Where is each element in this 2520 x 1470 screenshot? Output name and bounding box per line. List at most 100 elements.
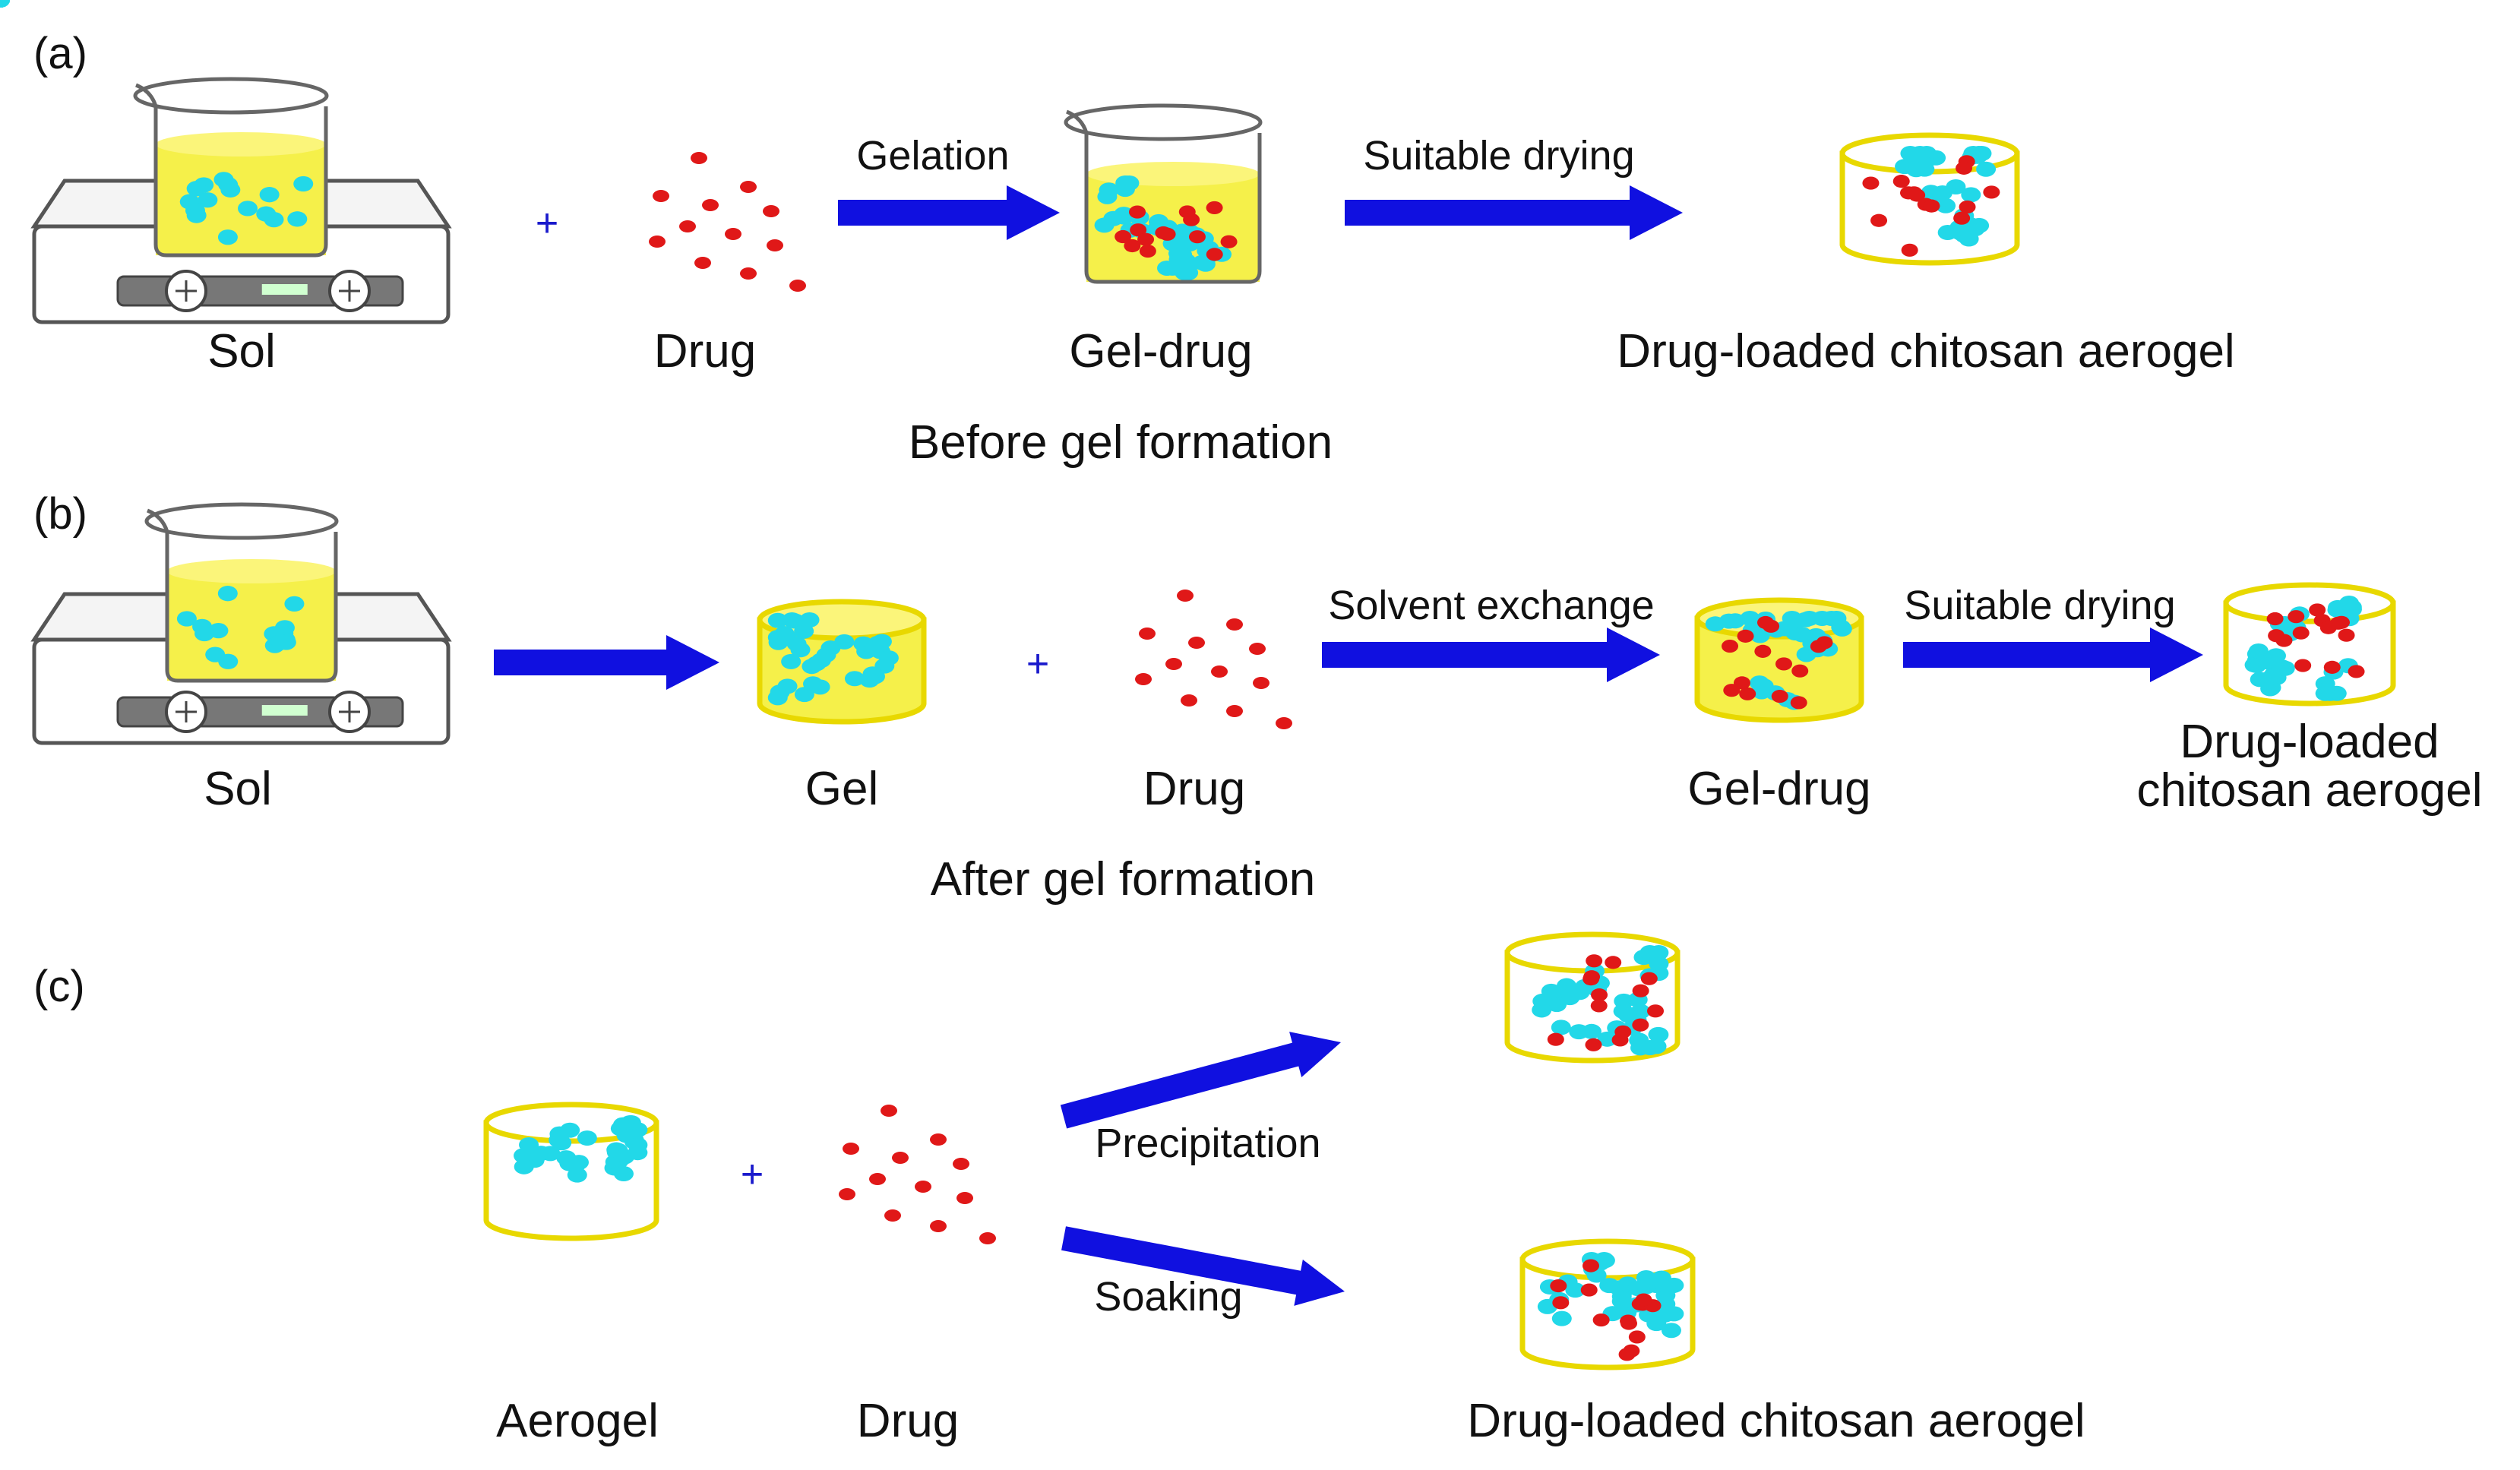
chitosan-bead	[1646, 1316, 1667, 1332]
drug-particle	[2294, 659, 2312, 672]
chitosan-bead	[1636, 1279, 1657, 1295]
drug-particle	[1582, 1259, 1599, 1272]
panel-c-route-soaking: Soaking	[1094, 1274, 1243, 1320]
panel-c-route-precipitation: Precipitation	[1095, 1121, 1321, 1166]
chitosan-bead	[1796, 646, 1816, 662]
chitosan-bead	[293, 175, 314, 192]
chitosan-bead	[1646, 1038, 1667, 1054]
chitosan-bead	[781, 653, 802, 669]
beaker-rim	[144, 502, 339, 540]
chitosan-bead	[186, 207, 207, 223]
drug-particle	[2275, 634, 2293, 647]
panel-a-tag: (a)	[33, 29, 87, 78]
chitosan-bead	[1661, 1323, 1681, 1339]
dish-rim	[2223, 582, 2396, 624]
beaker-glass	[134, 83, 328, 258]
panel-c-product-dish-soaking	[1519, 1238, 1696, 1370]
drug-particle	[1586, 954, 1603, 968]
drug-particle	[1620, 1317, 1637, 1330]
panel-c-product-label: Drug-loaded chitosan aerogel	[1467, 1395, 2085, 1447]
panel-c-arrow-precipitation	[1060, 1032, 1341, 1129]
liquid-surface	[167, 559, 336, 583]
chitosan-bead	[2275, 660, 2295, 676]
panel-c-product-dish-precipitation	[1504, 931, 1681, 1064]
drug-particle	[1211, 665, 1228, 678]
chitosan-bead	[859, 672, 880, 688]
panel-b-product-label-line2: chitosan aerogel	[2136, 764, 2483, 817]
panel-b-beaker-sol	[144, 502, 339, 683]
liquid-surface	[156, 132, 326, 156]
drug-particle	[1632, 984, 1649, 997]
chitosan-bead	[1178, 265, 1199, 280]
drug-particle	[1956, 161, 1973, 175]
drug-particle	[1547, 1032, 1564, 1046]
panel-c-plus: +	[740, 1152, 764, 1197]
chitosan-bead	[176, 611, 197, 627]
panel-b-arrow-solvent-exchange	[1322, 628, 1660, 682]
drug-particle	[1590, 999, 1608, 1013]
drug-particle	[1129, 205, 1146, 219]
panel-b-gel-label: Gel	[805, 763, 879, 815]
arrow-icon	[494, 635, 719, 690]
drug-particle	[1580, 1283, 1598, 1297]
arrow-icon	[1322, 628, 1660, 682]
drug-particle	[953, 1158, 969, 1170]
drug-particle	[1130, 223, 1147, 237]
panel-b-aerogel-dish	[2223, 582, 2396, 707]
drug-particle	[1115, 229, 1132, 244]
chitosan-bead	[767, 690, 788, 706]
drug-particle	[930, 1133, 947, 1146]
chitosan-bead	[519, 1136, 539, 1152]
drug-particle	[1775, 657, 1792, 671]
drug-particle	[1276, 717, 1292, 729]
chitosan-bead	[264, 211, 284, 228]
chitosan-bead	[549, 1132, 569, 1148]
drug-particle	[881, 1105, 897, 1117]
drug-particle	[1953, 211, 1971, 225]
drug-particle	[1226, 618, 1243, 631]
drug-particle	[1137, 232, 1155, 246]
chitosan-bead	[799, 612, 820, 628]
drug-particle	[653, 190, 669, 202]
drug-particle	[1618, 1348, 1636, 1361]
panel-a-arrow-drying	[1345, 185, 1683, 240]
drug-particle	[1583, 972, 1600, 986]
drug-particle	[1206, 201, 1223, 215]
panel-b-gel-dish	[757, 599, 927, 725]
drug-particle	[2309, 603, 2326, 617]
drug-particle	[1188, 637, 1205, 649]
chitosan-bead	[767, 612, 788, 628]
panel-a-drug-particles	[649, 152, 806, 292]
chitosan-bead	[2315, 685, 2335, 701]
drug-particle	[2338, 628, 2355, 642]
panel-a-step-drying: Suitable drying	[1363, 133, 1635, 179]
drug-particle	[1790, 696, 1807, 710]
panel-b-step-drying: Suitable drying	[1904, 583, 2176, 628]
beaker-glass	[1065, 109, 1262, 284]
chitosan-bead	[1740, 611, 1760, 626]
drug-particle	[1605, 956, 1622, 969]
drug-particle	[884, 1209, 901, 1222]
chitosan-bead	[803, 676, 824, 692]
drug-particle	[2319, 621, 2337, 634]
chitosan-bead	[1630, 1040, 1651, 1056]
chitosan-bead	[806, 656, 827, 672]
drug-particle	[740, 267, 757, 280]
panel-a-plus: +	[535, 201, 559, 245]
drug-particle	[1181, 694, 1197, 707]
chitosan-bead	[1649, 1027, 1669, 1043]
panel-b-drug-particles	[1135, 590, 1292, 729]
chitosan-bead	[1551, 1310, 1572, 1326]
chitosan-bead	[1594, 1252, 1614, 1267]
chitosan-bead	[1649, 945, 1669, 960]
chitosan-bead	[198, 192, 218, 208]
panel-a-drug-label: Drug	[653, 325, 757, 378]
drug-particle	[1754, 644, 1772, 658]
drug-particle	[1139, 244, 1156, 258]
drug-particle	[1923, 199, 1940, 213]
panel-b-arrow-gelation	[494, 635, 719, 690]
drug-particle	[979, 1232, 996, 1244]
drug-particle	[1188, 230, 1206, 244]
